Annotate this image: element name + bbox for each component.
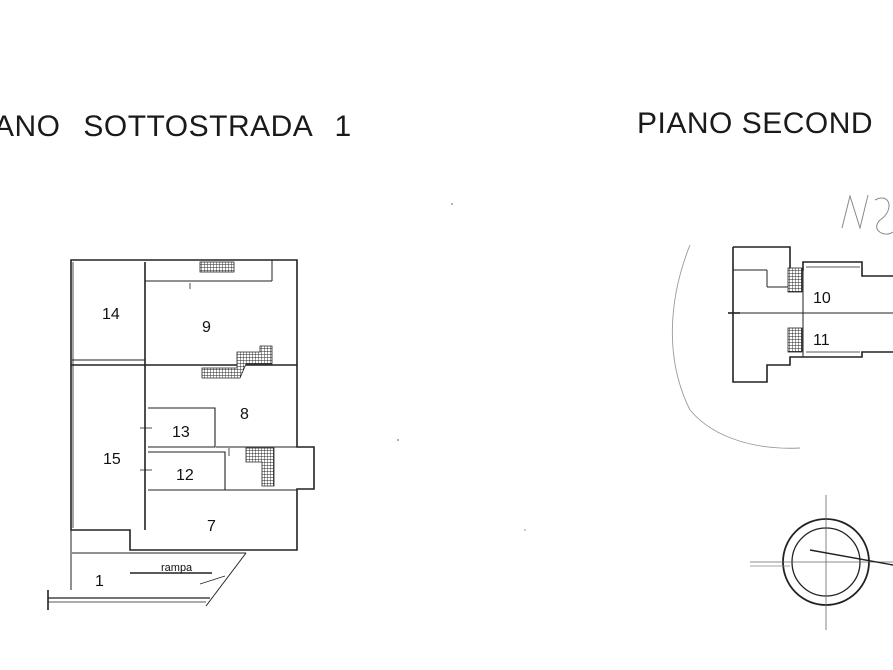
stair-icon [199, 261, 275, 487]
plan-title-secondo: PIANO SECOND [637, 107, 874, 140]
outer-wall [733, 246, 893, 277]
room-label: 10 [813, 290, 831, 307]
room-label: 14 [102, 306, 120, 323]
pencil-outline [671, 244, 801, 449]
room-label: 9 [202, 319, 211, 336]
north-arrow-icon [750, 495, 893, 630]
room-label: 11 [813, 332, 830, 349]
room-label: 12 [176, 467, 194, 484]
ramp-label: rampa [161, 562, 193, 574]
room-label: 15 [103, 451, 121, 468]
scan-specks [397, 203, 526, 531]
room-labels-secondo: 10 11 [813, 290, 831, 349]
room-label: 13 [172, 424, 190, 441]
stair-icon [787, 267, 803, 353]
outer-wall [70, 259, 315, 551]
room-label: 1 [95, 573, 104, 590]
room-label: 8 [240, 406, 249, 423]
room-label: 7 [207, 518, 216, 535]
room-labels-sottostrada: 14 9 8 13 15 12 7 1 rampa [95, 306, 249, 590]
plan-sottostrada [47, 259, 315, 610]
plan-secondo [728, 246, 893, 383]
handwritten-mark [841, 194, 893, 235]
plan-title-sottostrada: ANO SOTTOSTRADA 1 [0, 110, 352, 143]
